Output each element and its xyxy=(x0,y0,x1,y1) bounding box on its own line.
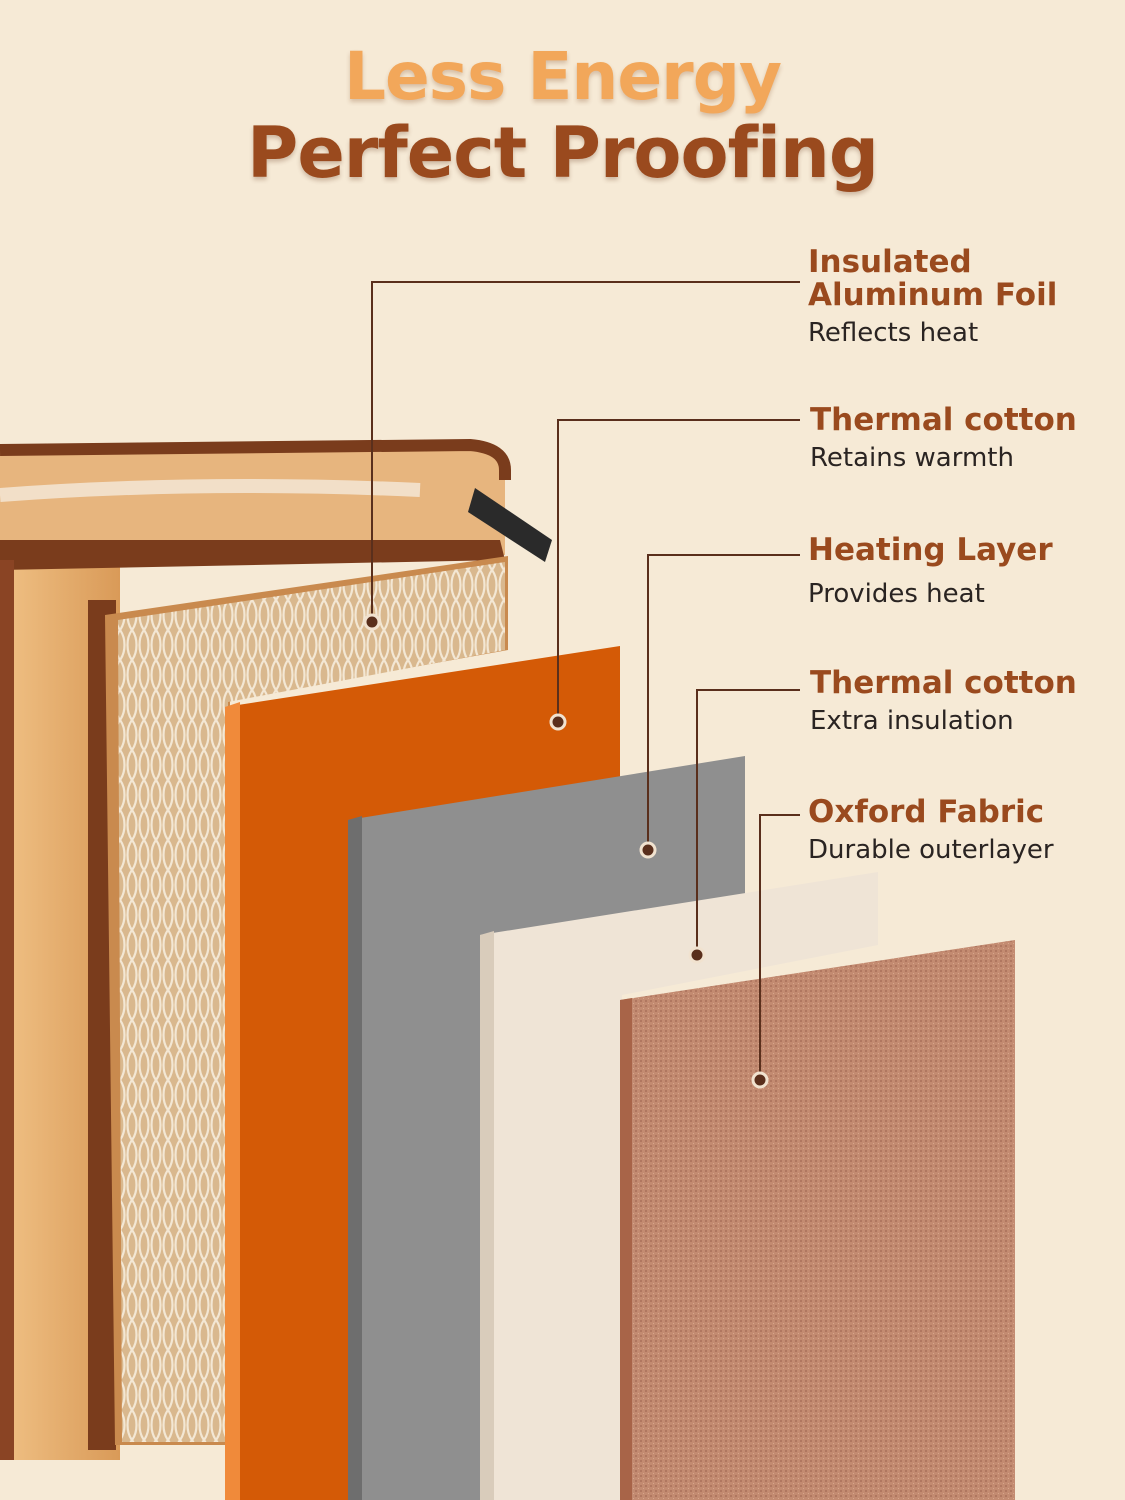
label-title: Insulated Aluminum Foil xyxy=(808,244,1058,313)
layer-aluminum-foil xyxy=(105,556,508,1445)
dot-icon xyxy=(549,713,567,731)
label-description: Reflects heat xyxy=(808,318,979,348)
dot-icon xyxy=(688,946,706,964)
label-aluminum-foil: Insulated Aluminum Foil Reflects heat xyxy=(808,244,1058,349)
layer-oxford-fabric xyxy=(620,940,1015,1500)
label-title: Thermal cotton xyxy=(810,665,1077,701)
label-heating-layer: Heating Layer Provides heat xyxy=(808,532,1053,610)
dot-icon xyxy=(751,1071,769,1089)
dot-icon xyxy=(639,841,657,859)
label-oxford-fabric: Oxford Fabric Durable outerlayer xyxy=(808,794,1054,866)
zipper-pull-icon xyxy=(468,488,552,562)
headline-line-2: Perfect Proofing xyxy=(247,112,879,194)
bag-zipper-band xyxy=(0,540,505,570)
label-description: Retains warmth xyxy=(810,443,1014,473)
bag-lid-trim xyxy=(0,438,511,480)
bag-edge-trim xyxy=(0,560,14,1460)
label-description: Durable outerlayer xyxy=(808,835,1054,865)
bag-lid xyxy=(0,445,505,565)
headline-line-1: Less Energy xyxy=(343,38,782,115)
leader-line-1 xyxy=(371,281,800,622)
bag-window xyxy=(0,479,421,502)
label-title: Heating Layer xyxy=(808,532,1053,568)
layer-cream-thermal-cotton xyxy=(480,872,878,1500)
leader-line-2 xyxy=(557,419,800,722)
heater-bag xyxy=(0,438,552,1460)
leader-line-4 xyxy=(696,689,800,955)
layer-grey-heating xyxy=(348,756,745,1500)
label-title: Oxford Fabric xyxy=(808,794,1045,830)
label-description: Extra insulation xyxy=(810,706,1014,736)
label-thermal-cotton-2: Thermal cotton Extra insulation xyxy=(810,665,1077,737)
dot-icon xyxy=(363,613,381,631)
label-title: Thermal cotton xyxy=(810,402,1077,438)
label-description: Provides heat xyxy=(808,579,985,609)
leader-dots xyxy=(363,613,769,1089)
leader-line-3 xyxy=(647,554,800,850)
layer-orange-thermal-cotton xyxy=(225,646,620,1500)
leader-line-5 xyxy=(759,814,800,1080)
label-thermal-cotton-1: Thermal cotton Retains warmth xyxy=(810,402,1077,474)
leader-lines xyxy=(371,281,800,1080)
